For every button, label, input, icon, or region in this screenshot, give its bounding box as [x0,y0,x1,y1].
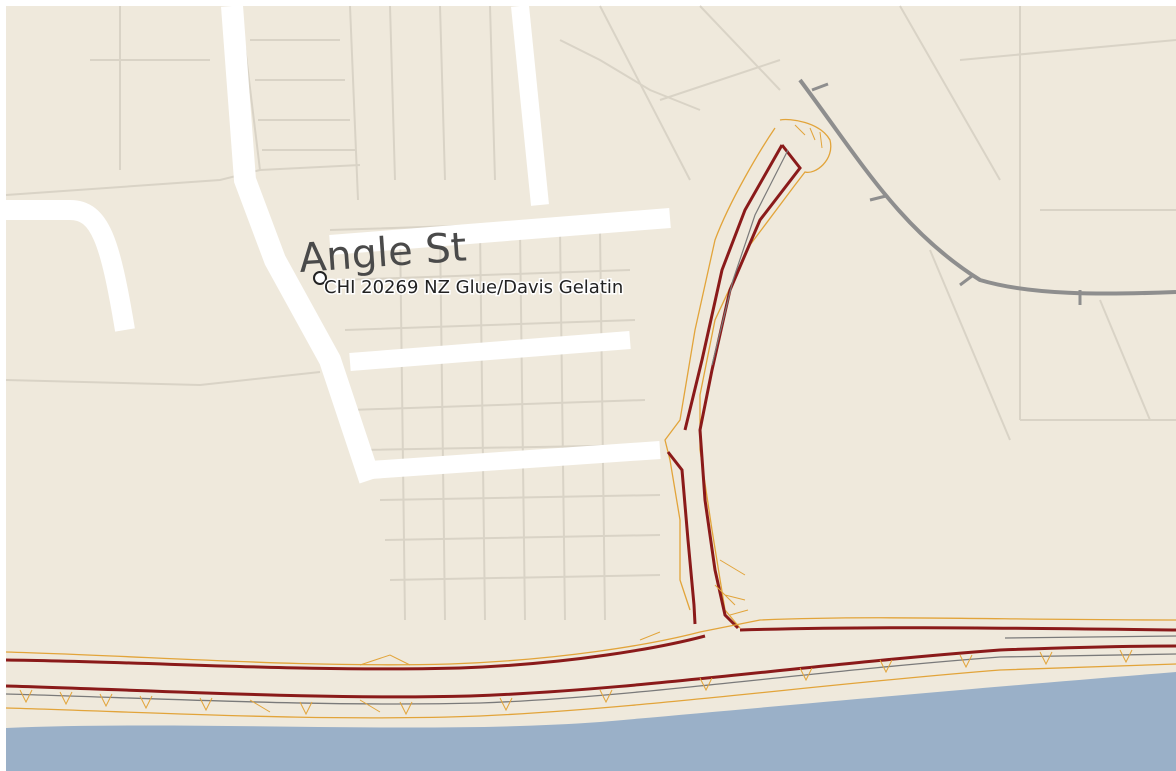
road-angle-st [329,208,671,255]
site-marker[interactable]: CHI 20269 NZ Glue/Davis Gelatin [313,271,625,300]
roads [6,5,671,484]
design-corridor-shore [5,617,1176,719]
road-north-south [221,5,381,484]
site-label: CHI 20269 NZ Glue/Davis Gelatin [324,277,623,298]
design-corridor-north [664,118,832,630]
road-east-west-2 [349,331,631,371]
road-west-curve [6,200,135,332]
railway [798,78,1176,305]
road-north-spur [511,5,549,206]
land-area [6,6,1176,771]
water-area [6,672,1176,771]
road-east-west-3 [369,441,661,479]
site-marker-icon[interactable] [313,271,327,285]
